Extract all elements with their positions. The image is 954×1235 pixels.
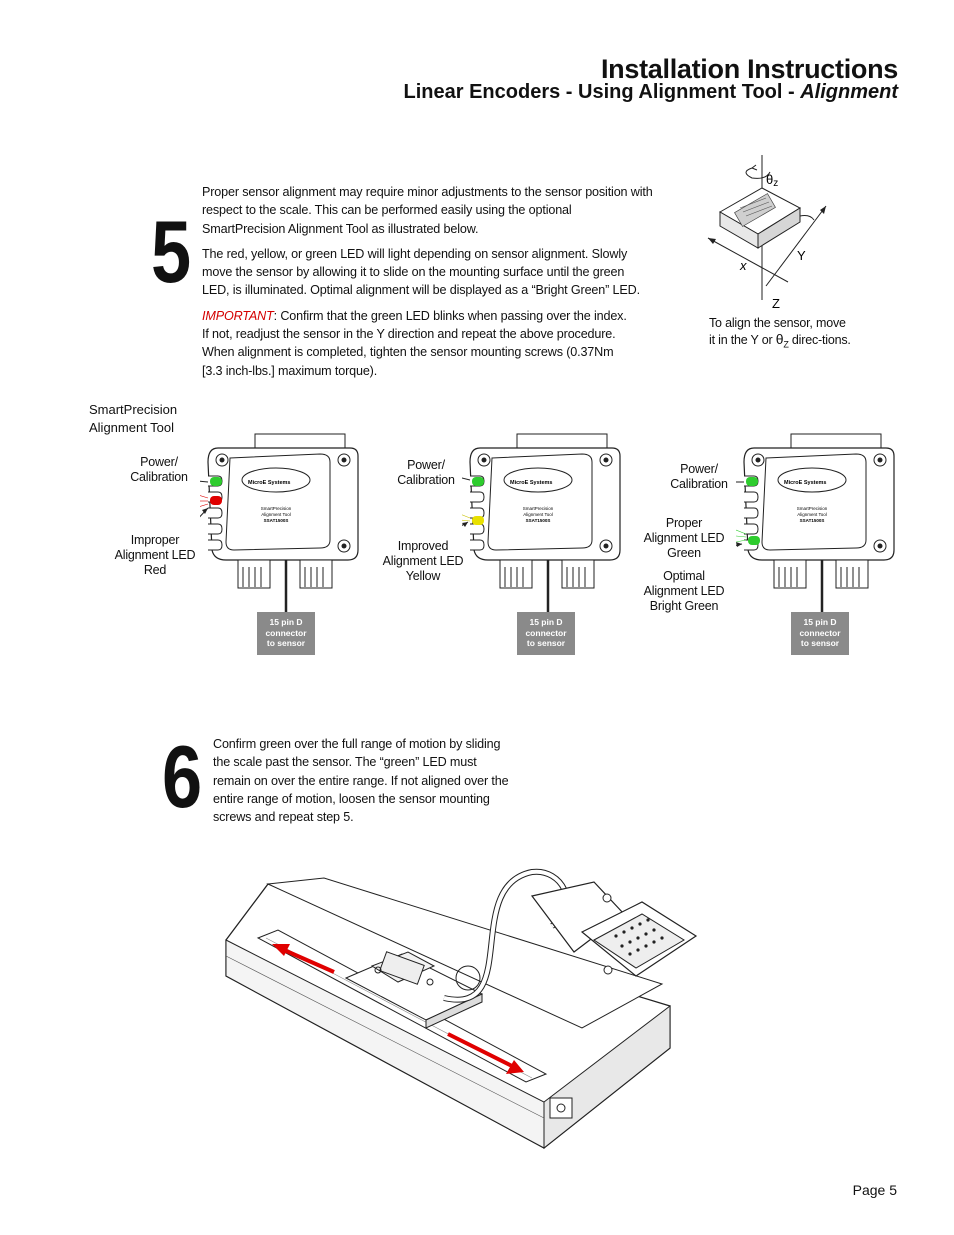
svg-text:SSAT1500S: SSAT1500S	[526, 518, 551, 523]
tool1-power-led	[210, 477, 222, 486]
encoder-scale-drawing	[225, 868, 698, 1150]
tool2-power-led	[472, 477, 484, 486]
step-number-6: 6	[162, 727, 203, 826]
svg-text:Alignment Tool: Alignment Tool	[261, 512, 290, 517]
tool1-power-label: Power/Calibration	[130, 455, 188, 484]
tool2-body: MicroE Systems SmartPrecision Alignment …	[469, 433, 621, 612]
tool3-power-label: Power/Calibration	[670, 462, 728, 491]
subtitle-italic: Alignment	[800, 81, 898, 103]
important-label: IMPORTANT	[202, 308, 274, 323]
y-axis-label: Y	[797, 248, 806, 263]
svg-text:MicroE Systems: MicroE Systems	[248, 480, 291, 486]
tool1-body: MicroE Systems SmartPrecision Alignment …	[207, 433, 359, 612]
z-axis-label: Z	[772, 296, 780, 311]
tool2-power-label: Power/Calibration	[397, 458, 455, 487]
step6-para: Confirm green over the full range of mot…	[213, 737, 509, 825]
tool3-power-led	[746, 477, 758, 486]
alignment-tool-1: MicroE Systems SmartPrecision Alignment …	[200, 433, 359, 612]
svg-text:SmartPrecision: SmartPrecision	[523, 506, 554, 511]
step-number-5: 5	[151, 202, 192, 301]
svg-text:SmartPrecision: SmartPrecision	[797, 506, 828, 511]
svg-text:MicroE Systems: MicroE Systems	[784, 480, 827, 486]
page-number: Page 5	[852, 1182, 897, 1198]
page-subtitle: Linear Encoders - Using Alignment Tool -…	[404, 81, 898, 104]
svg-text:Alignment Tool: Alignment Tool	[523, 512, 552, 517]
theta-z-label: θz	[766, 172, 778, 189]
step5-para1: Proper sensor alignment may require mino…	[202, 185, 653, 236]
svg-text:SSAT1500S: SSAT1500S	[264, 518, 289, 523]
tool1-status-led	[210, 496, 222, 505]
svg-text:MicroE Systems: MicroE Systems	[510, 480, 553, 486]
tool-label: SmartPrecision Alignment Tool	[89, 402, 178, 435]
important-text: : Confirm that the green LED blinks when…	[202, 308, 627, 378]
step5-text: Proper sensor alignment may require mino…	[202, 183, 654, 380]
tool3-status-led	[748, 536, 760, 545]
step6-text: Confirm green over the full range of mot…	[213, 735, 509, 826]
step5-important: IMPORTANT: Confirm that the green LED bl…	[202, 307, 627, 380]
alignment-tool-2: MicroE Systems SmartPrecision Alignment …	[462, 433, 621, 612]
svg-text:SmartPrecision: SmartPrecision	[261, 506, 292, 511]
alignment-tool-3: MicroE Systems SmartPrecision Alignment …	[736, 433, 895, 612]
tool2-status-led	[472, 516, 484, 525]
subtitle-prefix: Linear Encoders - Using Alignment Tool -	[403, 81, 801, 103]
x-axis-label: x	[739, 258, 747, 273]
svg-text:Alignment Tool: Alignment Tool	[797, 512, 826, 517]
tool3-body: MicroE Systems SmartPrecision Alignment …	[743, 433, 895, 612]
page-title: Installation Instructions	[600, 54, 898, 84]
svg-text:SSAT1500S: SSAT1500S	[800, 518, 825, 523]
axis-note: To align the sensor, move it in the Y or…	[709, 316, 851, 349]
sensor-axis-diagram: θz x Y Z	[707, 155, 827, 311]
step5-para2: The red, yellow, or green LED will light…	[202, 246, 640, 298]
